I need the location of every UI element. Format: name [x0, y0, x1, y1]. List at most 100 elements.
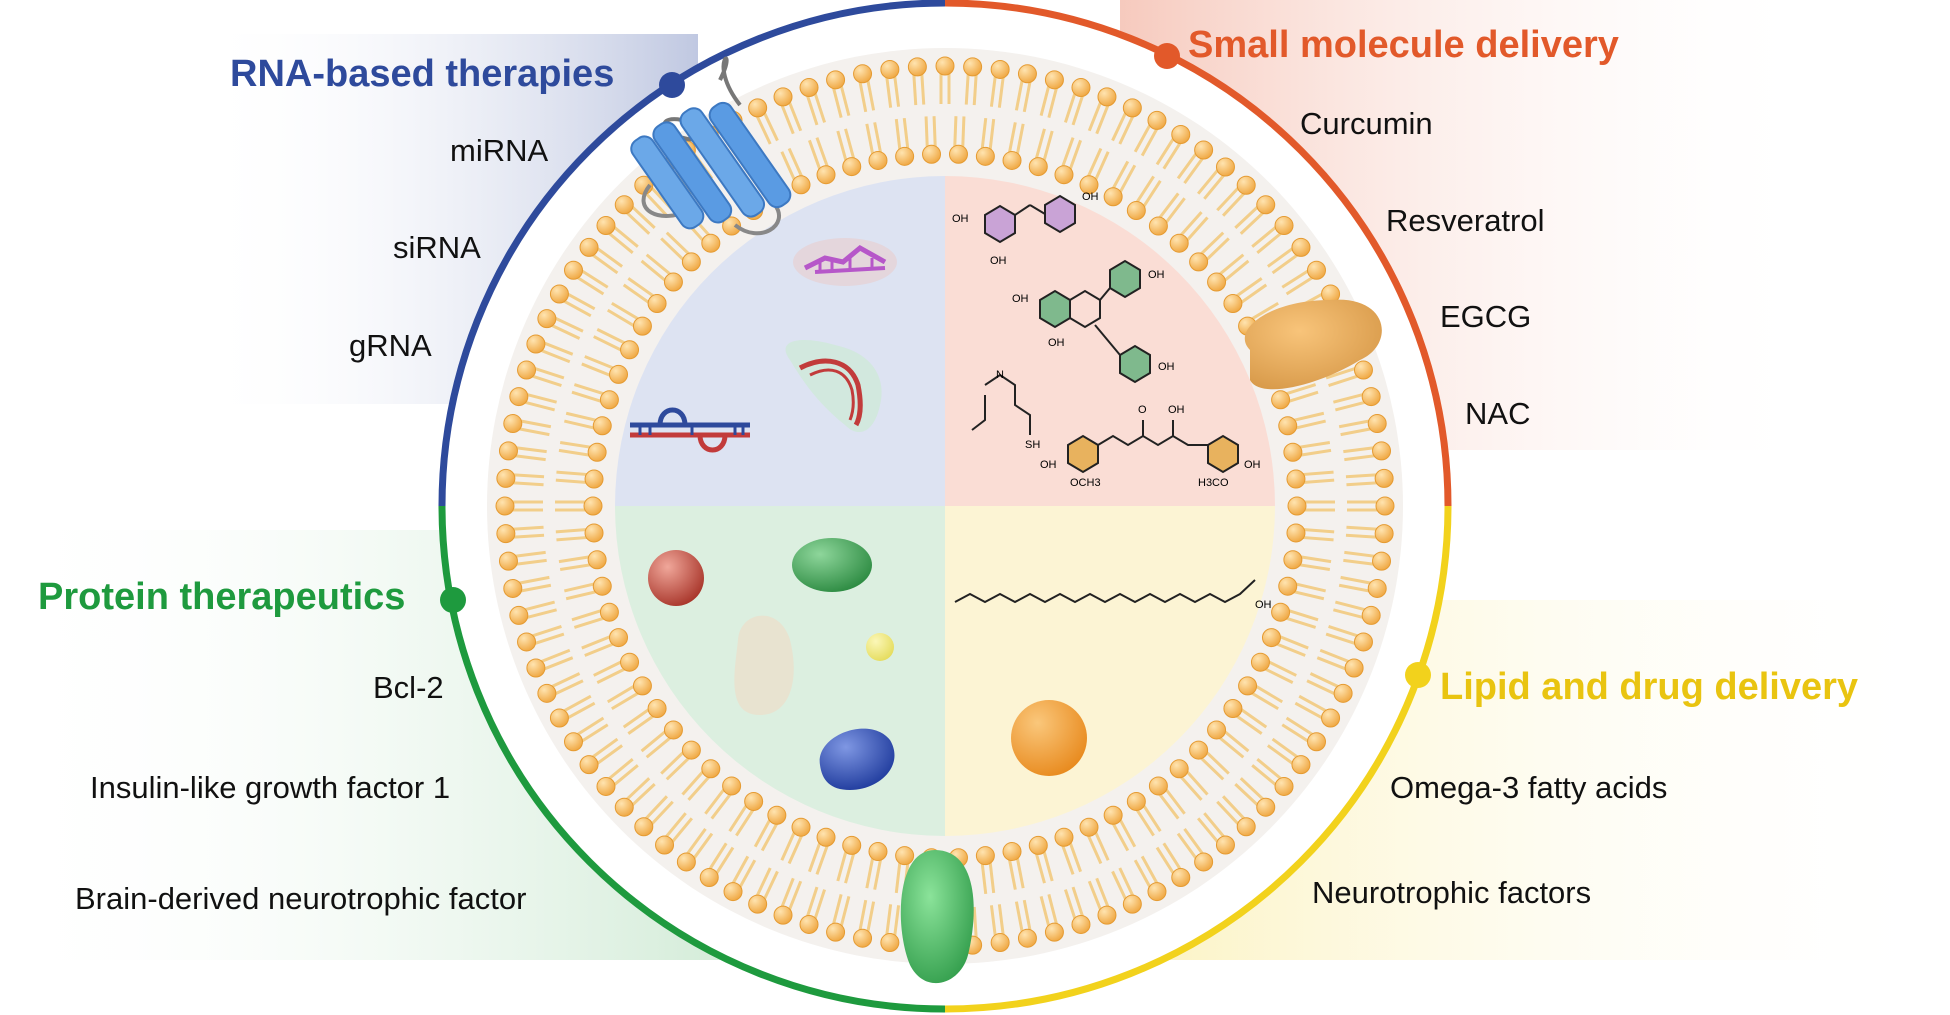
lipid-head: [935, 56, 955, 76]
lipid-head: [1361, 387, 1381, 407]
beige-protein: [734, 615, 794, 715]
nac-structure: [971, 373, 1031, 435]
protein-item-igf1: Insulin-like growth factor 1: [90, 770, 451, 805]
small-molecule-item-egcg: EGCG: [1440, 299, 1532, 334]
lipid-head: [503, 578, 523, 598]
lipid-head: [634, 817, 654, 837]
lipid-head: [963, 57, 983, 77]
lipid-head: [1122, 98, 1142, 118]
lipid-head: [868, 150, 888, 170]
lipid-head: [1017, 64, 1037, 84]
lipid-head: [880, 933, 900, 953]
lipid-head: [1250, 652, 1270, 672]
sirna-graphic: [630, 407, 750, 453]
lipid-head: [676, 852, 696, 872]
lipid-head: [1333, 683, 1353, 703]
lipid-head: [1291, 237, 1311, 257]
lipid-head: [1207, 272, 1227, 292]
lipid-head: [1171, 124, 1191, 144]
lipid-head: [1071, 914, 1091, 934]
lipid-head: [767, 805, 787, 825]
protein-item-bcl2: Bcl-2: [373, 670, 444, 705]
lipid-head: [663, 720, 683, 740]
protein-title: Protein therapeutics: [38, 576, 406, 618]
lipid-head: [1372, 441, 1392, 461]
small-molecule-item-resveratrol: Resveratrol: [1386, 203, 1545, 238]
lipid-head: [699, 868, 719, 888]
lipid-head: [526, 658, 546, 678]
lipid-head: [596, 216, 616, 236]
lipid-head: [599, 602, 619, 622]
lipid-head: [614, 195, 634, 215]
green-protein: [792, 538, 872, 592]
lipid-head: [563, 260, 583, 280]
lipid-head: [1171, 868, 1191, 888]
lipid-head: [1274, 776, 1294, 796]
lipid-title: Lipid and drug delivery: [1440, 666, 1859, 708]
small-molecule-marker: [1154, 43, 1180, 69]
lipid-head: [584, 469, 604, 489]
lipid-head: [990, 59, 1010, 79]
lipid-head: [1286, 469, 1306, 489]
lipid-head: [614, 797, 634, 817]
resveratrol-oh-2: OH: [990, 255, 1007, 267]
lipid-head: [1215, 835, 1235, 855]
lipid-head: [1194, 852, 1214, 872]
lipid-head: [722, 776, 742, 796]
small-molecule-ring-arc: [944, 0, 1452, 507]
lipid-head: [1126, 201, 1146, 221]
lipid-head: [1044, 922, 1064, 942]
lipid-head: [1372, 551, 1392, 571]
egcg-oh-4: OH: [1158, 361, 1175, 373]
egcg-oh-1: OH: [1012, 293, 1029, 305]
lipid-head: [1291, 755, 1311, 775]
grna-graphic: [785, 340, 882, 433]
lipid-head: [722, 216, 742, 236]
lipid-head: [1215, 157, 1235, 177]
lipid-head: [496, 468, 516, 488]
lipid-head: [503, 414, 523, 434]
lipid-head: [922, 144, 942, 164]
omega3-oh: OH: [1255, 599, 1272, 611]
lipid-head: [599, 390, 619, 410]
small-molecule-item-curcumin: Curcumin: [1300, 106, 1433, 141]
lipid-marker: [1405, 662, 1431, 688]
lipid-head: [579, 237, 599, 257]
lipid-head: [1044, 70, 1064, 90]
lipid-item-neurotrophic: Neurotrophic factors: [1312, 875, 1592, 910]
rna-item-mirna: miRNA: [450, 133, 549, 168]
omega3-chain: [954, 579, 1256, 604]
lipid-head: [1103, 805, 1123, 825]
lipid-head: [1097, 87, 1117, 107]
lipid-head: [853, 928, 873, 948]
lipid-head: [1238, 676, 1258, 696]
lipid-head: [975, 846, 995, 866]
lipid-head: [1374, 524, 1394, 544]
resveratrol-oh-3: OH: [1082, 191, 1099, 203]
lipid-head: [1283, 550, 1303, 570]
red-protein: [648, 550, 704, 606]
lipid-head: [1028, 835, 1048, 855]
orange-drug-particle: [1011, 700, 1087, 776]
lipid-head: [1256, 195, 1276, 215]
lipid-head: [1169, 233, 1189, 253]
curcumin-structure: [1067, 420, 1239, 474]
lipid-head: [549, 708, 569, 728]
nac-sh: SH: [1025, 439, 1041, 451]
lipid-head: [1028, 157, 1048, 177]
lipid-head: [826, 922, 846, 942]
rna-item-sirna: siRNA: [393, 230, 481, 265]
curcumin-oh-2: OH: [1040, 459, 1057, 471]
lipid-head: [907, 57, 927, 77]
lipid-head: [1361, 605, 1381, 625]
lipid-head: [701, 759, 721, 779]
lipid-head: [1148, 776, 1168, 796]
lipid-head: [1207, 720, 1227, 740]
lipid-head: [1097, 905, 1117, 925]
lipid-item-omega3: Omega-3 fatty acids: [1390, 770, 1668, 805]
lipid-head: [799, 78, 819, 98]
curcumin-oh-1: OH: [1168, 404, 1185, 416]
lipid-head: [975, 146, 995, 166]
lipid-head: [1147, 882, 1167, 902]
